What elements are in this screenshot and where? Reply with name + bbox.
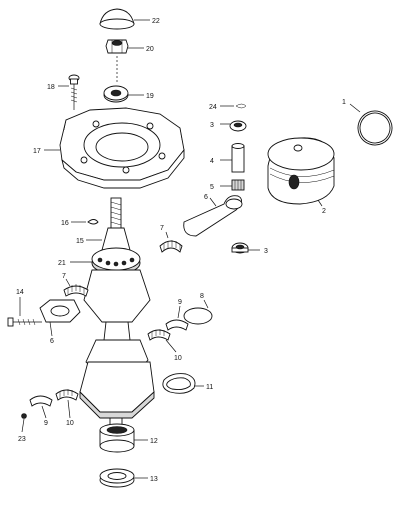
callout-6-rod: 6 bbox=[204, 194, 208, 201]
callout-24: 24 bbox=[209, 104, 217, 111]
callout-6-cap: 6 bbox=[50, 338, 54, 345]
callout-4: 4 bbox=[210, 158, 214, 165]
part-seal bbox=[99, 468, 135, 488]
part-connecting-rod bbox=[183, 195, 243, 237]
part-piston-ring bbox=[357, 110, 393, 146]
callout-9-right: 9 bbox=[178, 299, 182, 306]
part-housing-plate bbox=[59, 107, 185, 189]
part-screw bbox=[68, 74, 80, 110]
callout-3-lower: 3 bbox=[264, 248, 268, 255]
part-bearing-half-right bbox=[165, 319, 189, 331]
callout-1: 1 bbox=[342, 99, 346, 106]
part-shaft-top bbox=[101, 197, 131, 251]
callout-19: 19 bbox=[146, 93, 154, 100]
callout-14: 14 bbox=[16, 289, 24, 296]
part-key bbox=[87, 219, 99, 225]
callout-20: 20 bbox=[146, 46, 154, 53]
callout-2: 2 bbox=[322, 208, 326, 215]
callout-5: 5 bbox=[210, 184, 214, 191]
callout-18: 18 bbox=[47, 84, 55, 91]
part-needle-bearing-upper bbox=[159, 240, 183, 253]
part-bearing-top bbox=[229, 120, 247, 132]
part-nut bbox=[105, 39, 129, 54]
part-ball bbox=[21, 413, 27, 419]
callout-7-lower: 7 bbox=[62, 273, 66, 280]
callout-8: 8 bbox=[200, 293, 204, 300]
part-needle-bearing-lower bbox=[63, 284, 89, 297]
part-bearing-lower bbox=[231, 242, 249, 254]
part-snap-ring bbox=[162, 373, 196, 394]
part-piston bbox=[267, 137, 335, 205]
part-small-bearing bbox=[231, 179, 245, 191]
part-side-screw bbox=[7, 317, 42, 327]
part-cap bbox=[99, 8, 135, 30]
callout-3-top: 3 bbox=[210, 122, 214, 129]
callout-12: 12 bbox=[150, 438, 158, 445]
callout-10-left: 10 bbox=[66, 420, 74, 427]
part-clip bbox=[235, 103, 247, 109]
callout-23: 23 bbox=[18, 436, 26, 443]
callout-21: 21 bbox=[58, 260, 66, 267]
callout-10-right: 10 bbox=[174, 355, 182, 362]
part-crankshaft bbox=[79, 247, 155, 433]
part-bearing-washer bbox=[103, 85, 129, 103]
callout-7-upper: 7 bbox=[160, 225, 164, 232]
callout-17: 17 bbox=[33, 148, 41, 155]
part-needle-bearing-right bbox=[147, 329, 171, 341]
callout-16: 16 bbox=[61, 220, 69, 227]
part-bearing-half-lower-left bbox=[29, 395, 53, 407]
callout-11: 11 bbox=[206, 384, 213, 391]
part-wrist-pin bbox=[231, 143, 245, 173]
callout-9-left: 9 bbox=[44, 420, 48, 427]
part-bushing bbox=[99, 423, 135, 453]
part-rod-cap bbox=[39, 299, 81, 323]
callout-13: 13 bbox=[150, 476, 158, 483]
callout-22: 22 bbox=[152, 18, 160, 25]
part-needle-bearing-lower-left bbox=[55, 389, 79, 401]
callout-15: 15 bbox=[76, 238, 84, 245]
part-washer bbox=[183, 307, 213, 325]
